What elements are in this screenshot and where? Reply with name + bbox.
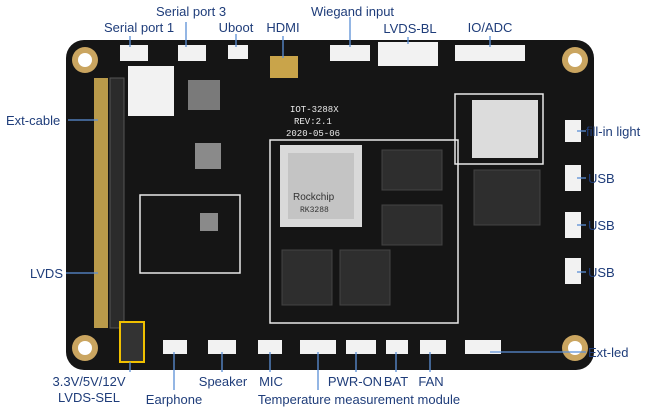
soc-brand-text: Rockchip xyxy=(293,192,335,203)
label-lvds-sel-line1: 3.3V/5V/12V xyxy=(52,374,126,389)
label-ext-led: Ext-led xyxy=(588,345,629,360)
label-pwr-on: PWR-ON xyxy=(327,374,383,389)
label-io-adc: IO/ADC xyxy=(467,20,513,35)
label-uboot: Uboot xyxy=(218,20,254,35)
silk-frames xyxy=(139,93,544,324)
label-usb-1: USB xyxy=(588,171,615,186)
label-speaker: Speaker xyxy=(198,374,248,389)
label-ext-cable: Ext-cable xyxy=(6,113,61,128)
label-wiegand-input: Wiegand input xyxy=(310,4,395,19)
memory-chips xyxy=(281,149,541,306)
mounting-holes xyxy=(72,47,588,361)
label-usb-2: USB xyxy=(588,218,615,233)
left-pin-header xyxy=(94,77,125,329)
label-lvds-sel-line2: LVDS-SEL xyxy=(58,390,120,405)
soc-model-text: RK3288 xyxy=(300,206,329,215)
label-temperature-module: Temperature measurement module xyxy=(257,392,461,407)
label-serial-port-3: Serial port 3 xyxy=(156,4,227,19)
label-fill-in-light: fill-in light xyxy=(586,124,641,139)
misc-components xyxy=(188,80,221,231)
soc-chip xyxy=(280,145,362,227)
label-lvds-bl: LVDS-BL xyxy=(383,21,437,36)
label-fan: FAN xyxy=(418,374,444,389)
label-serial-port-1: Serial port 1 xyxy=(104,20,175,35)
label-mic: MIC xyxy=(259,374,283,389)
usb-connectors xyxy=(565,120,581,284)
label-bat: BAT xyxy=(383,374,409,389)
callout-lines xyxy=(66,17,586,390)
lvds-sel-jumper xyxy=(119,321,145,363)
board-model-text: IOT-3288X xyxy=(290,105,339,115)
label-hdmi: HDMI xyxy=(266,20,300,35)
top-connectors xyxy=(120,42,525,116)
board-revision-text: REV:2.1 xyxy=(294,117,332,127)
board-date-text: 2020-05-06 xyxy=(286,129,340,139)
label-lvds: LVDS xyxy=(30,266,63,281)
board-silkscreen: IOT-3288X REV:2.1 2020-05-06 Rockchip RK… xyxy=(286,105,340,215)
label-usb-3: USB xyxy=(588,265,615,280)
label-earphone: Earphone xyxy=(145,392,203,407)
wifi-module xyxy=(472,100,538,158)
bottom-connectors xyxy=(163,340,501,354)
